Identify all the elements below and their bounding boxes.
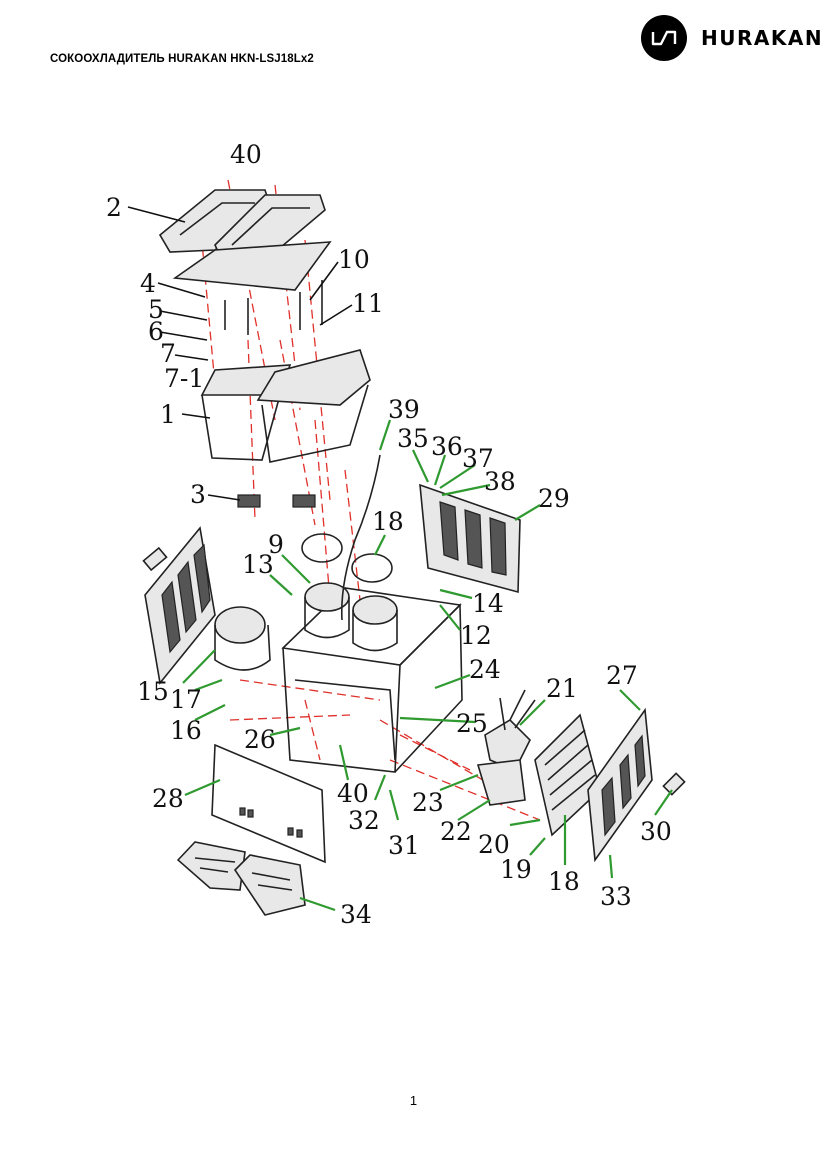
fan (476, 689, 536, 806)
callout-18: 18 (548, 867, 580, 896)
condenser (534, 713, 601, 837)
compressor (214, 606, 271, 671)
callout-26: 26 (244, 725, 276, 754)
callout-31: 31 (388, 831, 420, 860)
callout-12: 12 (460, 621, 492, 650)
right-side-panel (587, 707, 686, 863)
callout-40-bottom: 40 (337, 779, 369, 808)
callout-23: 23 (412, 788, 444, 817)
callout-17: 17 (170, 685, 202, 714)
callout-37: 37 (462, 444, 494, 473)
taps (237, 494, 316, 508)
power-cord (340, 454, 381, 621)
callout-28: 28 (152, 784, 184, 813)
callout-5: 5 (148, 295, 164, 324)
callout-2: 2 (106, 193, 122, 222)
green-leader-lines (182, 419, 673, 912)
callout-33: 33 (600, 882, 632, 911)
callout-39: 39 (388, 395, 420, 424)
callout-1: 1 (160, 400, 176, 429)
evaporators (304, 582, 398, 652)
callout-29: 29 (538, 484, 570, 513)
callout-34: 34 (340, 900, 372, 929)
rear-panel (419, 483, 521, 594)
callout-10: 10 (338, 245, 370, 274)
callout-3: 3 (190, 480, 206, 509)
callout-15: 15 (137, 677, 169, 706)
page-number: 1 (409, 1093, 418, 1108)
callout-13: 13 (242, 550, 274, 579)
callout-30: 30 (640, 817, 672, 846)
callout-22: 22 (440, 817, 472, 846)
callout-11: 11 (352, 289, 384, 318)
callout-36: 36 (431, 432, 463, 461)
callout-16: 16 (170, 716, 202, 745)
left-side-panel (142, 526, 216, 685)
callout-14: 14 (472, 589, 504, 618)
document-title: СОКООХЛАДИТЕЛЬ HURAKAN HKN-LSJ18Lx2 (50, 53, 314, 65)
callout-24: 24 (469, 655, 501, 684)
lid-frames (172, 241, 332, 335)
callout-32: 32 (348, 806, 380, 835)
callout-40-top: 40 (230, 140, 262, 169)
hurakan-logo-icon (641, 15, 687, 61)
lids (158, 189, 326, 261)
brand-name: HURAKAN (701, 26, 824, 50)
callout-7: 7 (160, 339, 176, 368)
bowls (200, 349, 371, 463)
drip-trays (176, 841, 306, 916)
callout-labels: 40 2 10 11 4 5 6 7 7-1 1 39 35 36 37 38 … (106, 140, 672, 929)
front-panel (211, 743, 326, 864)
callout-21: 21 (546, 674, 578, 703)
callout-6: 6 (148, 317, 164, 346)
callout-7-1: 7-1 (164, 364, 204, 393)
callout-20: 20 (478, 830, 510, 859)
callout-4: 4 (140, 269, 156, 298)
callout-25: 25 (456, 709, 488, 738)
callout-38: 38 (484, 467, 516, 496)
callout-8: 18 (372, 507, 404, 536)
callout-9: 9 (268, 530, 284, 559)
callout-27: 27 (606, 661, 638, 690)
callout-19: 19 (500, 855, 532, 884)
leader-lines (127, 206, 353, 501)
callout-35: 35 (397, 424, 429, 453)
brand: HURAKAN (641, 15, 823, 61)
seal-rings (301, 533, 393, 583)
